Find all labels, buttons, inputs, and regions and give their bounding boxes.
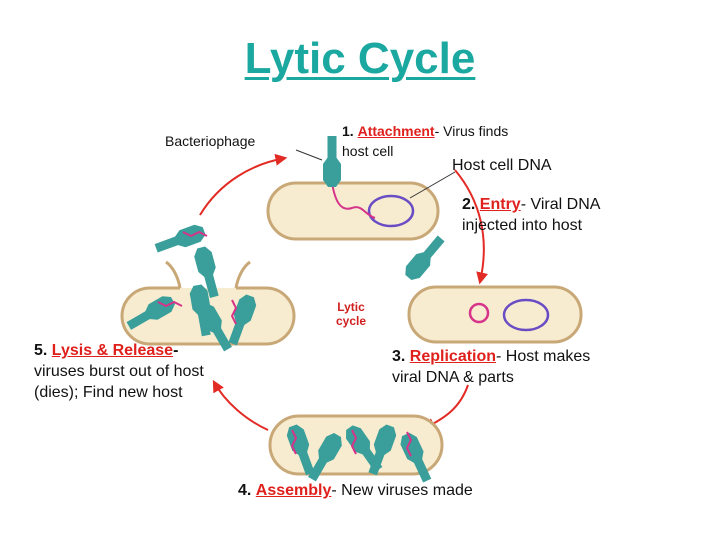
host-cell-lysis [120,260,296,354]
step-keyword: Entry [479,196,521,213]
step-text-line2: viral DNA & parts [392,369,514,386]
host-dna-pointer [409,171,456,199]
step-replication: 3. Replication- Host makes viral DNA & p… [392,346,590,388]
step-assembly: 4. Assembly- New viruses made [238,480,473,501]
step-entry: 2. Entry- Viral DNA injected into host [462,194,600,236]
center-label: Lytic cycle [328,300,374,328]
step-text: - Host makes [496,348,591,365]
step-number: 1. [342,123,354,139]
host-cell-entry [407,285,583,344]
step-text-line3: (dies); Find new host [34,384,183,401]
step-text-line2: viruses burst out of host [34,363,204,380]
step-number: 4. [238,482,252,499]
step-text: - Viral DNA [520,196,601,213]
step-keyword: Replication [409,348,497,365]
step-text-line2: host cell [342,143,394,159]
step-number: 2. [462,196,476,213]
bacteriophage-pointer [295,149,323,161]
step-keyword: Lysis & Release [51,342,174,359]
step-text: - Virus finds [434,123,509,139]
host-cell-assembly [268,414,444,485]
step-text-line2: injected into host [462,217,583,234]
step-text: - [173,342,179,359]
page-title: Lytic Cycle [244,34,476,83]
arrow-release-to-attachment [199,153,288,216]
step-attachment: 1. Attachment- Virus finds host cell [342,121,508,161]
arrow-assembly-to-release [212,379,269,431]
center-label-line1: Lytic [337,300,365,314]
step-number: 3. [392,348,406,365]
arrow-attachment-to-entry [454,169,488,285]
step-lysis-release: 5. Lysis & Release- viruses burst out of… [34,340,204,403]
step-text: - New viruses made [331,482,473,499]
center-label-line2: cycle [335,314,367,328]
bacteriophage-label: Bacteriophage [165,133,256,149]
step-keyword: Assembly [255,482,332,499]
host-cell-attachment [266,136,440,241]
host-cell-dna-label: Host cell DNA [452,157,552,174]
step-keyword: Attachment [357,123,435,139]
step-number: 5. [34,342,48,359]
